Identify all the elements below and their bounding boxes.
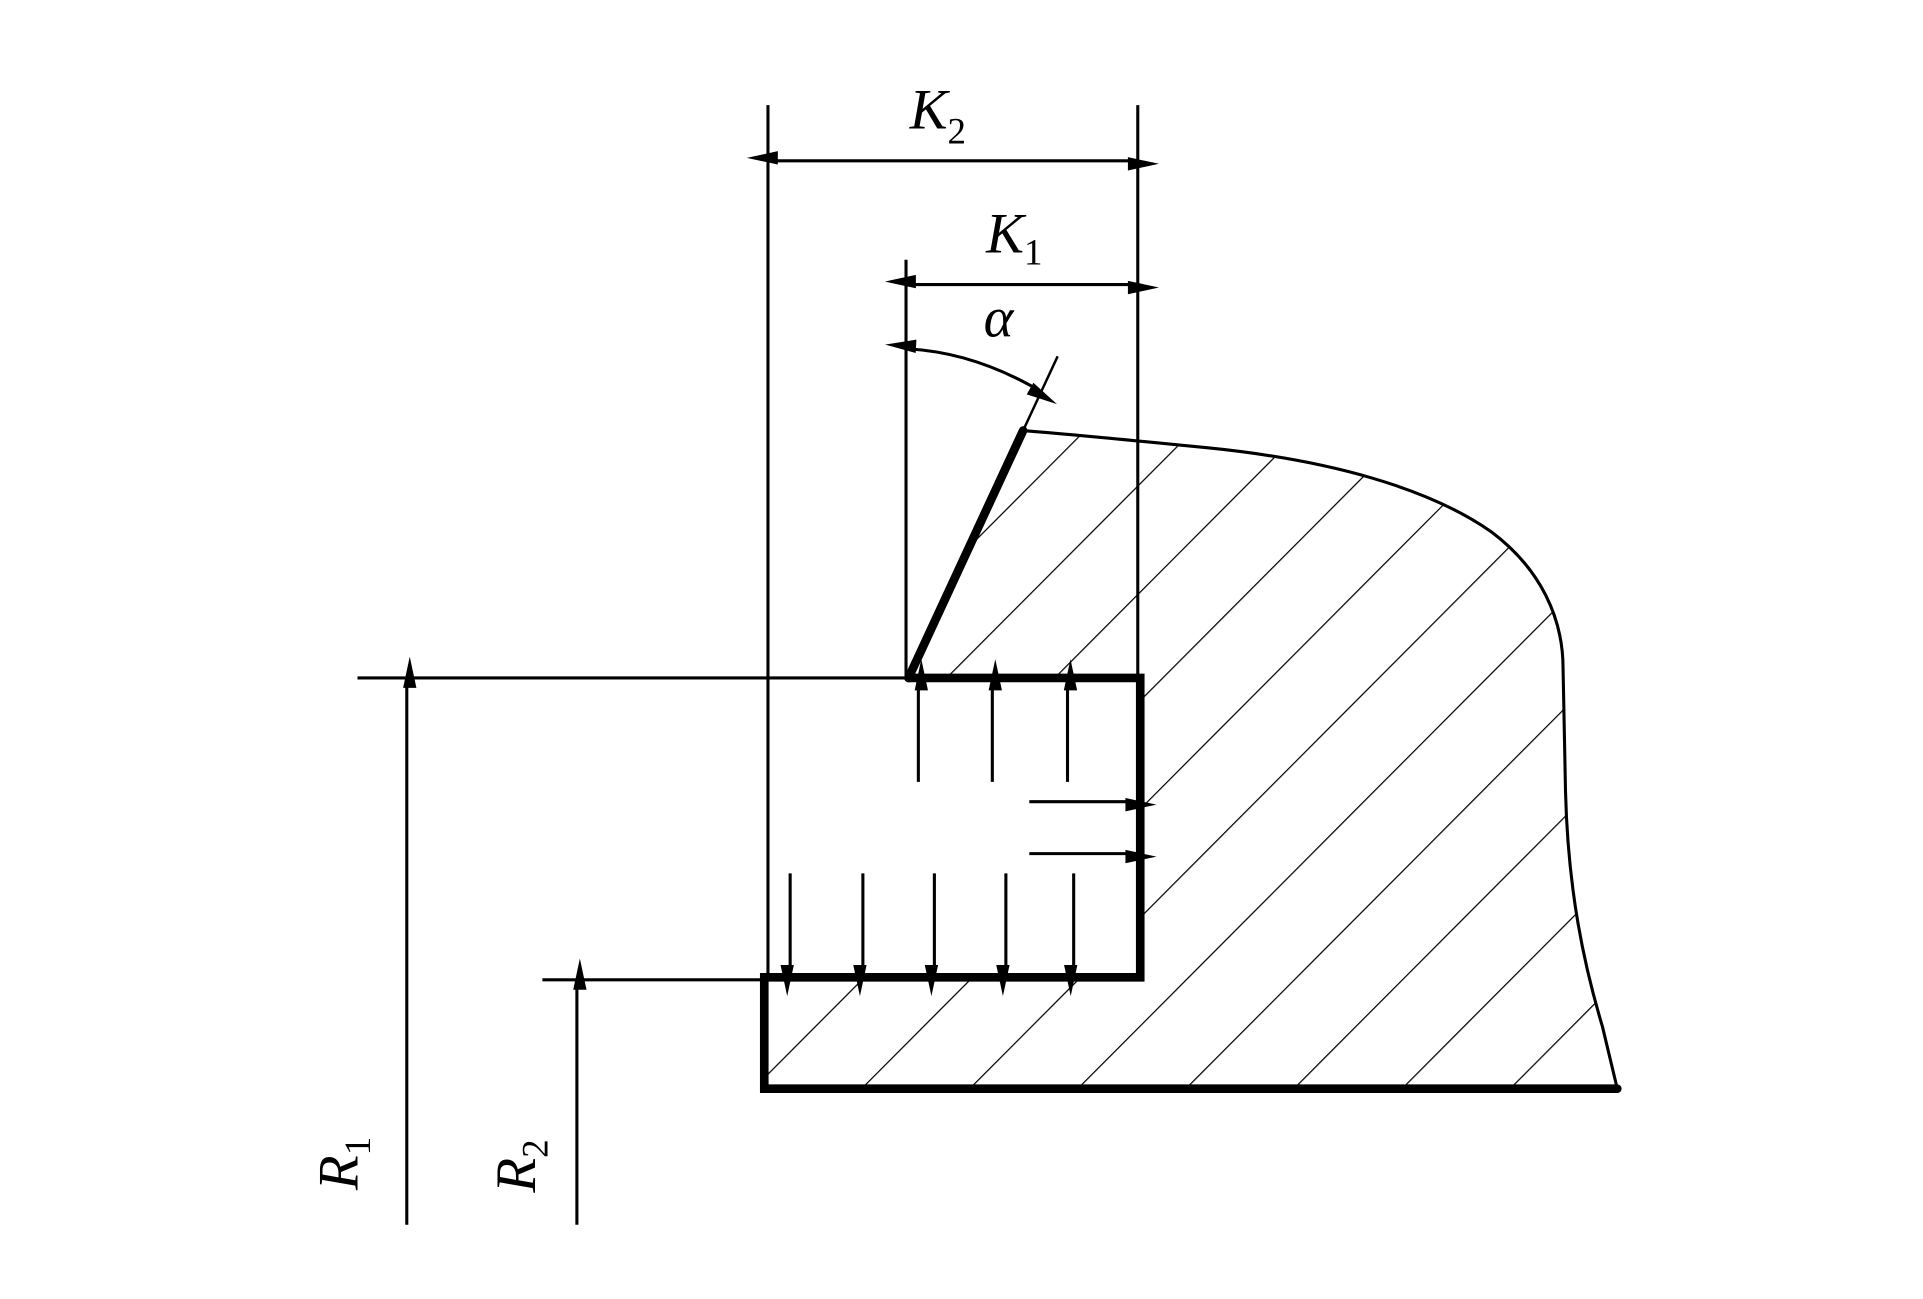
r1-label: R1 xyxy=(308,1137,379,1191)
tool-extension-line xyxy=(1022,355,1059,432)
thick-outline xyxy=(759,426,1622,1094)
k2-label: K2 xyxy=(909,79,966,153)
pressure-arrows-up xyxy=(914,659,1078,782)
k1-label: K1 xyxy=(985,202,1042,273)
hatched-section xyxy=(764,430,1618,1089)
workpiece-profile xyxy=(1023,428,1619,1090)
alpha-arc xyxy=(885,339,1057,405)
pressure-arrows-down xyxy=(780,873,1078,997)
alpha-label: α xyxy=(984,286,1015,349)
r2-label: R2 xyxy=(485,1139,556,1193)
pressure-arrows-right xyxy=(1029,797,1157,864)
